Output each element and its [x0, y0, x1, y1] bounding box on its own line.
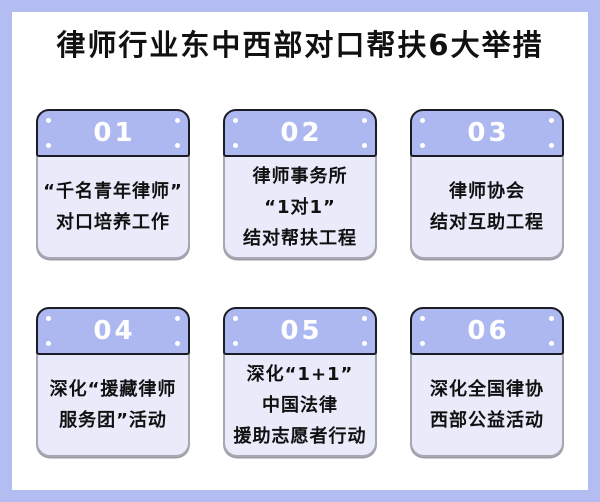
measure-card-01: 01 “千名青年律师” 对口培养工作: [36, 109, 190, 259]
card-04-body: 深化“援藏律师 服务团”活动: [38, 355, 188, 455]
card-05-header: 05: [223, 307, 377, 355]
card-text-line: 服务团”活动: [59, 410, 167, 431]
corner-dot: [175, 118, 180, 123]
corner-dot: [549, 118, 554, 123]
card-number-badge: 01: [93, 118, 136, 148]
measure-card-02: 02 律师事务所 “1对1” 结对帮扶工程: [223, 109, 377, 259]
card-03-body: 律师协会 结对互助工程: [412, 157, 562, 257]
corner-dot: [362, 143, 367, 148]
card-text-line: 深化“援藏律师: [49, 379, 177, 400]
card-text-line: 对口培养工作: [56, 212, 170, 233]
card-number-badge: 05: [280, 316, 323, 346]
corner-dot: [46, 316, 51, 321]
corner-dot: [420, 118, 425, 123]
corner-dot: [233, 316, 238, 321]
measure-card-03: 03 律师协会 结对互助工程: [410, 109, 564, 259]
corner-dot: [175, 341, 180, 346]
measure-card-05: 05 深化“1+1” 中国法律 援助志愿者行动: [223, 307, 377, 457]
measure-card-06: 06 深化全国律协 西部公益活动: [410, 307, 564, 457]
corner-dot: [46, 143, 51, 148]
card-02-header: 02: [223, 109, 377, 157]
card-text-line: 律师事务所: [252, 165, 348, 187]
corner-dot: [46, 118, 51, 123]
corner-dot: [549, 143, 554, 148]
corner-dot: [233, 341, 238, 346]
card-number-badge: 04: [93, 316, 136, 346]
corner-dot: [233, 118, 238, 123]
corner-dot: [420, 143, 425, 148]
page-title: 律师行业东中西部对口帮扶6大举措: [56, 28, 544, 62]
corner-dot: [175, 143, 180, 148]
corner-dot: [46, 341, 51, 346]
card-text-line: 援助志愿者行动: [233, 425, 367, 447]
corner-dot: [175, 316, 180, 321]
measure-card-04: 04 深化“援藏律师 服务团”活动: [36, 307, 190, 457]
corner-dot: [362, 341, 367, 346]
measures-grid: 01 “千名青年律师” 对口培养工作 02 律师事务所 “1对1” 结对帮扶工程: [12, 109, 588, 457]
card-text-line: “1对1”: [264, 196, 336, 218]
card-04-header: 04: [36, 307, 190, 355]
card-text-line: 结对帮扶工程: [243, 227, 357, 249]
card-text-line: 中国法律: [262, 394, 338, 416]
card-text-line: 深化全国律协: [430, 379, 544, 400]
card-text-line: 律师协会: [449, 181, 525, 202]
corner-dot: [233, 143, 238, 148]
corner-dot: [549, 341, 554, 346]
card-06-body: 深化全国律协 西部公益活动: [412, 355, 562, 455]
card-text-line: 深化“1+1”: [246, 363, 354, 385]
card-01-header: 01: [36, 109, 190, 157]
card-number-badge: 03: [467, 118, 510, 148]
card-05-body: 深化“1+1” 中国法律 援助志愿者行动: [225, 355, 375, 455]
card-text-line: 西部公益活动: [430, 410, 544, 431]
card-text-line: “千名青年律师”: [43, 181, 183, 202]
corner-dot: [420, 316, 425, 321]
card-06-header: 06: [410, 307, 564, 355]
card-text-line: 结对互助工程: [430, 212, 544, 233]
card-01-body: “千名青年律师” 对口培养工作: [38, 157, 188, 257]
card-02-body: 律师事务所 “1对1” 结对帮扶工程: [225, 157, 375, 257]
corner-dot: [362, 118, 367, 123]
card-03-header: 03: [410, 109, 564, 157]
card-number-badge: 06: [467, 316, 510, 346]
card-number-badge: 02: [280, 118, 323, 148]
corner-dot: [549, 316, 554, 321]
corner-dot: [420, 341, 425, 346]
corner-dot: [362, 316, 367, 321]
